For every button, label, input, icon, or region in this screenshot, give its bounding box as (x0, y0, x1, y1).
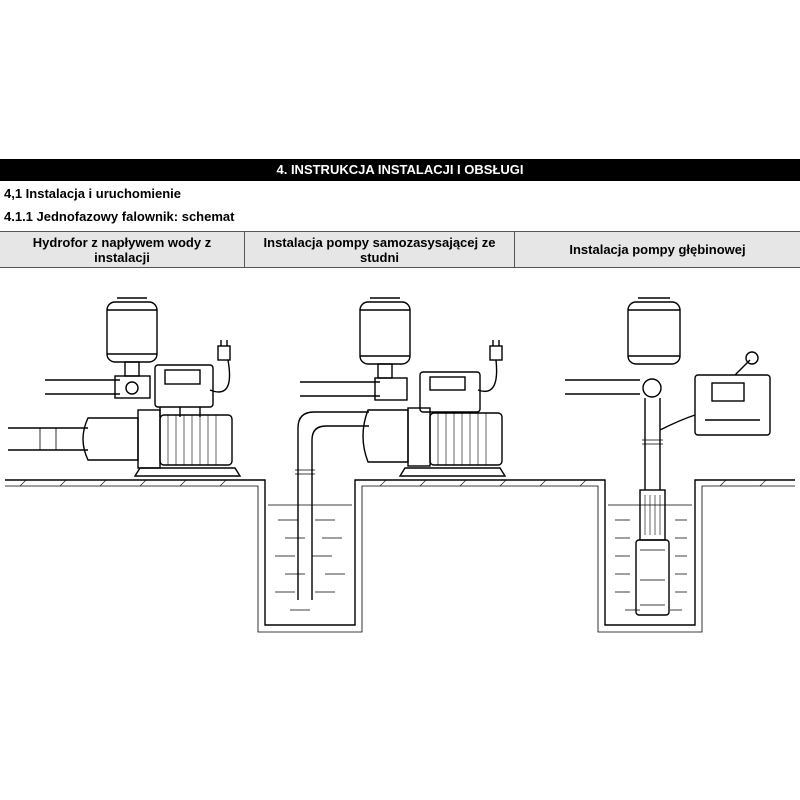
booster-set-assembly (8, 297, 242, 477)
pressure-tank-icon (106, 297, 158, 377)
inverter-controller-icon (154, 364, 214, 417)
heading-wiring-scheme: 4.1.1 Jednofazowy falownik: schemat (4, 209, 235, 224)
heading-installation: 4,1 Instalacja i uruchomienie (4, 186, 182, 201)
column-deep-well: Instalacja pompy głębinowej (569, 242, 746, 257)
ground-profile (5, 479, 795, 633)
submersible-pump-icon (635, 489, 670, 616)
pump-motor-icon (82, 409, 242, 477)
installation-diagram (5, 297, 795, 633)
pressure-tank-icon (627, 297, 681, 365)
installation-types-header: Hydrofor z napływem wody z instalacji In… (0, 231, 800, 268)
power-plug-icon (477, 340, 503, 392)
inverter-controller-icon (419, 371, 481, 413)
column-booster-set: Hydrofor z napływem wody z instalacji (0, 232, 245, 267)
pressure-tank-icon (359, 297, 411, 379)
section-banner: 4. INSTRUKCJA INSTALACJI I OBSŁUGI (0, 159, 800, 181)
self-priming-assembly (295, 297, 507, 600)
pump-motor-icon (362, 407, 507, 477)
column-self-priming-well: Instalacja pompy samozasysającej ze stud… (245, 232, 515, 267)
well-icon (268, 504, 692, 611)
power-plug-icon (209, 340, 231, 393)
inverter-controller-icon (659, 374, 771, 436)
deep-well-assembly (565, 297, 771, 616)
pressure-gauge-icon (734, 351, 759, 376)
